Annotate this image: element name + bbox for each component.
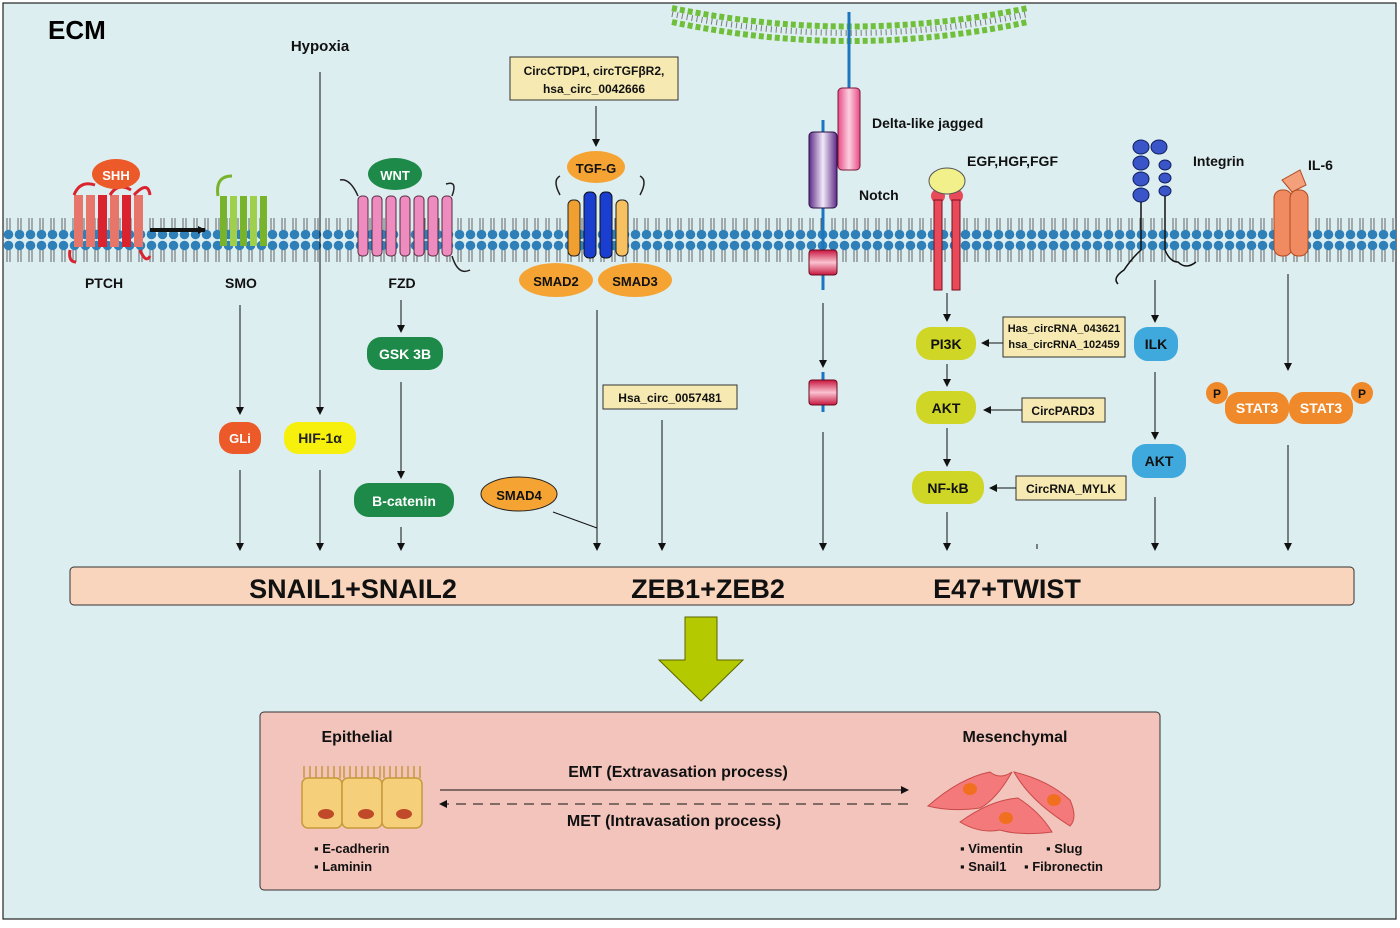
- notch-intracellular-domain: [808, 249, 838, 276]
- akt-node-1: [916, 391, 976, 424]
- met-label: MET (Intravasation process): [567, 813, 781, 830]
- akt-node-2: [1132, 444, 1186, 478]
- rtk-receptor: [931, 189, 963, 291]
- wnt-label: WNT: [380, 168, 410, 183]
- marker-vimentin: ▪ Vimentin: [960, 841, 1023, 856]
- phospho-2: [1351, 382, 1373, 404]
- marker-snail1: ▪ Snail1: [960, 859, 1007, 874]
- pathway-arrows: [236, 72, 1292, 551]
- tgf-label: TGF-G: [576, 161, 616, 176]
- nfkb-node: [912, 471, 984, 504]
- mesenchymal-label: Mesenchymal: [963, 729, 1068, 746]
- circ-pi3k-line-2: hsa_circRNA_102459: [1008, 339, 1119, 351]
- marker-slug: ▪ Slug: [1046, 841, 1082, 856]
- circ-mylk-box: [1015, 475, 1127, 501]
- big-down-arrow: [657, 616, 745, 702]
- integrin-label: Integrin: [1193, 153, 1244, 169]
- marker-e-cadherin: ▪ E-cadherin: [314, 841, 389, 856]
- epithelial-label: Epithelial: [321, 729, 392, 746]
- gli-node: [219, 422, 261, 454]
- smo-receptor: [216, 174, 267, 246]
- akt-label-2: AKT: [1145, 453, 1174, 469]
- ptch-label: PTCH: [85, 275, 123, 291]
- delta-ligand: [837, 87, 861, 171]
- fzd-receptor: [339, 179, 471, 273]
- stat3-node-2: [1289, 392, 1353, 424]
- smo-label: SMO: [225, 275, 257, 291]
- smad3-label: SMAD3: [612, 274, 658, 289]
- epithelial-cells: [301, 766, 423, 829]
- tgf-receptor: [555, 175, 645, 259]
- circ-pi3k-line-1: Has_circRNA_043621: [1008, 323, 1121, 335]
- stat3-label-1: STAT3: [1236, 400, 1278, 416]
- shh-node: [92, 159, 140, 189]
- hif-label: HIF-1α: [298, 430, 342, 446]
- transcription-factor-bar: [69, 566, 1355, 606]
- mesenchymal-cells: [926, 771, 1075, 835]
- pi3k-label: PI3K: [930, 336, 961, 352]
- smad3-node: [598, 263, 672, 297]
- phospho-2-label: P: [1358, 387, 1366, 401]
- bcatenin-node: [354, 483, 454, 517]
- emt-panel: [259, 711, 1161, 891]
- il6-receptor: [1273, 169, 1309, 257]
- gsk3b-node: [367, 337, 443, 370]
- circ-57481-box: [602, 384, 738, 410]
- emt-label: EMT (Extravasation process): [568, 764, 788, 781]
- pi3k-node: [916, 327, 976, 360]
- circ-57481-label: Hsa_circ_0057481: [618, 391, 722, 405]
- circ-mylk-label: CircRNA_MYLK: [1026, 482, 1116, 496]
- gsk3b-label: GSK 3B: [379, 346, 431, 362]
- circ-tgf-line-1: CircCTDP1, circTGFβR2,: [524, 64, 665, 78]
- integrin-receptor: [1115, 139, 1197, 285]
- tf-zeb-label: ZEB1+ZEB2: [631, 574, 785, 604]
- nfkb-label: NF-kB: [927, 480, 968, 496]
- smad2-label: SMAD2: [533, 274, 579, 289]
- notch-receptor: [808, 131, 838, 209]
- tf-snail-label: SNAIL1+SNAIL2: [249, 574, 457, 604]
- circ-pi3k-box: [1002, 316, 1126, 358]
- circ-tgf-box: [509, 56, 679, 101]
- ilk-node: [1134, 327, 1178, 361]
- bcatenin-label: B-catenin: [372, 493, 436, 509]
- phospho-1-label: P: [1213, 387, 1221, 401]
- notch-label: Notch: [859, 187, 899, 203]
- growth-factor-ligand: [928, 167, 966, 195]
- wnt-node: [368, 158, 422, 190]
- smad4-label: SMAD4: [496, 488, 542, 503]
- hypoxia-label: Hypoxia: [291, 38, 350, 55]
- marker-fibronectin: ▪ Fibronectin: [1024, 859, 1103, 874]
- nicd-fragment: [808, 379, 838, 406]
- fzd-label: FZD: [388, 275, 415, 291]
- hif-node: [284, 422, 356, 454]
- marker-laminin: ▪ Laminin: [314, 859, 372, 874]
- ecm-label: ECM: [48, 15, 106, 45]
- tgf-node: [567, 151, 625, 183]
- phospho-1: [1206, 382, 1228, 404]
- egf-label: EGF,HGF,FGF: [967, 153, 1058, 169]
- plasma-membrane: [3, 205, 1396, 265]
- circ-tgf-line-2: hsa_circ_0042666: [543, 82, 645, 96]
- gli-label: GLi: [229, 431, 251, 446]
- smad2-node: [519, 263, 593, 297]
- shh-label: SHH: [102, 168, 129, 183]
- il6-label: IL-6: [1308, 157, 1333, 173]
- akt-label-1: AKT: [932, 400, 961, 416]
- ilk-label: ILK: [1145, 336, 1168, 352]
- circ-pard3-label: CircPARD3: [1031, 404, 1094, 418]
- stat3-node-1: [1225, 392, 1289, 424]
- stat3-label-2: STAT3: [1300, 400, 1342, 416]
- smad4-node: [480, 476, 558, 512]
- delta-label: Delta-like jagged: [872, 115, 983, 131]
- tf-twist-label: E47+TWIST: [933, 574, 1081, 604]
